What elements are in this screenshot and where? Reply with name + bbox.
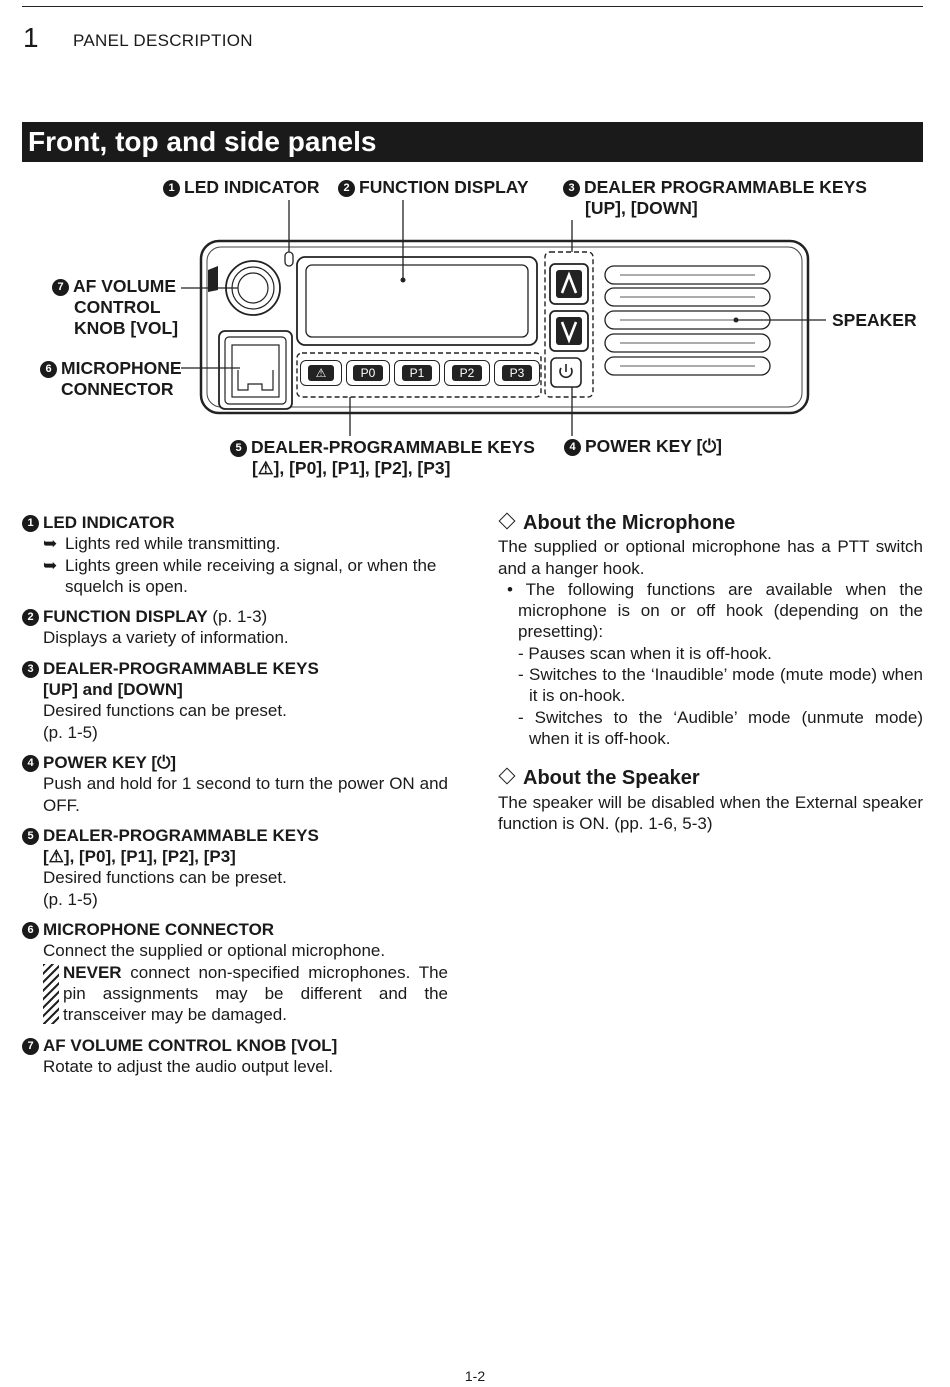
key-p2: P2 xyxy=(444,360,490,386)
key-warning: ⚠ xyxy=(300,360,342,386)
chapter-title: PANEL DESCRIPTION xyxy=(73,31,253,50)
warning-hatch-icon xyxy=(43,963,59,1024)
speaker-grille-icon xyxy=(604,265,771,376)
key-p1: P1 xyxy=(394,360,440,386)
microphone-connector-icon xyxy=(218,330,293,410)
section-speaker: About the Speaker The speaker will be di… xyxy=(498,767,923,833)
key-p3: P3 xyxy=(494,360,540,386)
section-title: Front, top and side panels xyxy=(28,126,377,157)
key-p0: P0 xyxy=(346,360,390,386)
section-banner: Front, top and side panels xyxy=(22,122,923,162)
header-rule xyxy=(22,6,923,7)
right-column: About the Microphone The supplied or opt… xyxy=(498,512,923,834)
radio-front-panel-diagram xyxy=(181,200,826,436)
callout-speaker: SPEAKER xyxy=(832,310,917,330)
arrow-icon: ➥ xyxy=(43,534,58,554)
power-key-icon xyxy=(550,357,582,388)
down-key-icon xyxy=(549,310,589,352)
warning-note: NEVER connect non-specified microphones.… xyxy=(22,962,448,1026)
section-microphone: About the Microphone The supplied or opt… xyxy=(498,512,923,748)
up-key-icon xyxy=(549,263,589,305)
diamond-icon xyxy=(498,767,516,785)
diamond-icon xyxy=(498,512,516,530)
volume-knob-icon xyxy=(225,260,281,316)
page-number: 1-2 xyxy=(464,1368,486,1384)
led-icon xyxy=(284,251,294,267)
function-keys-row: ⚠ P0 P1 P2 P3 xyxy=(300,360,540,390)
chapter-number: 1 xyxy=(23,22,39,53)
arrow-icon: ➥ xyxy=(43,555,58,575)
